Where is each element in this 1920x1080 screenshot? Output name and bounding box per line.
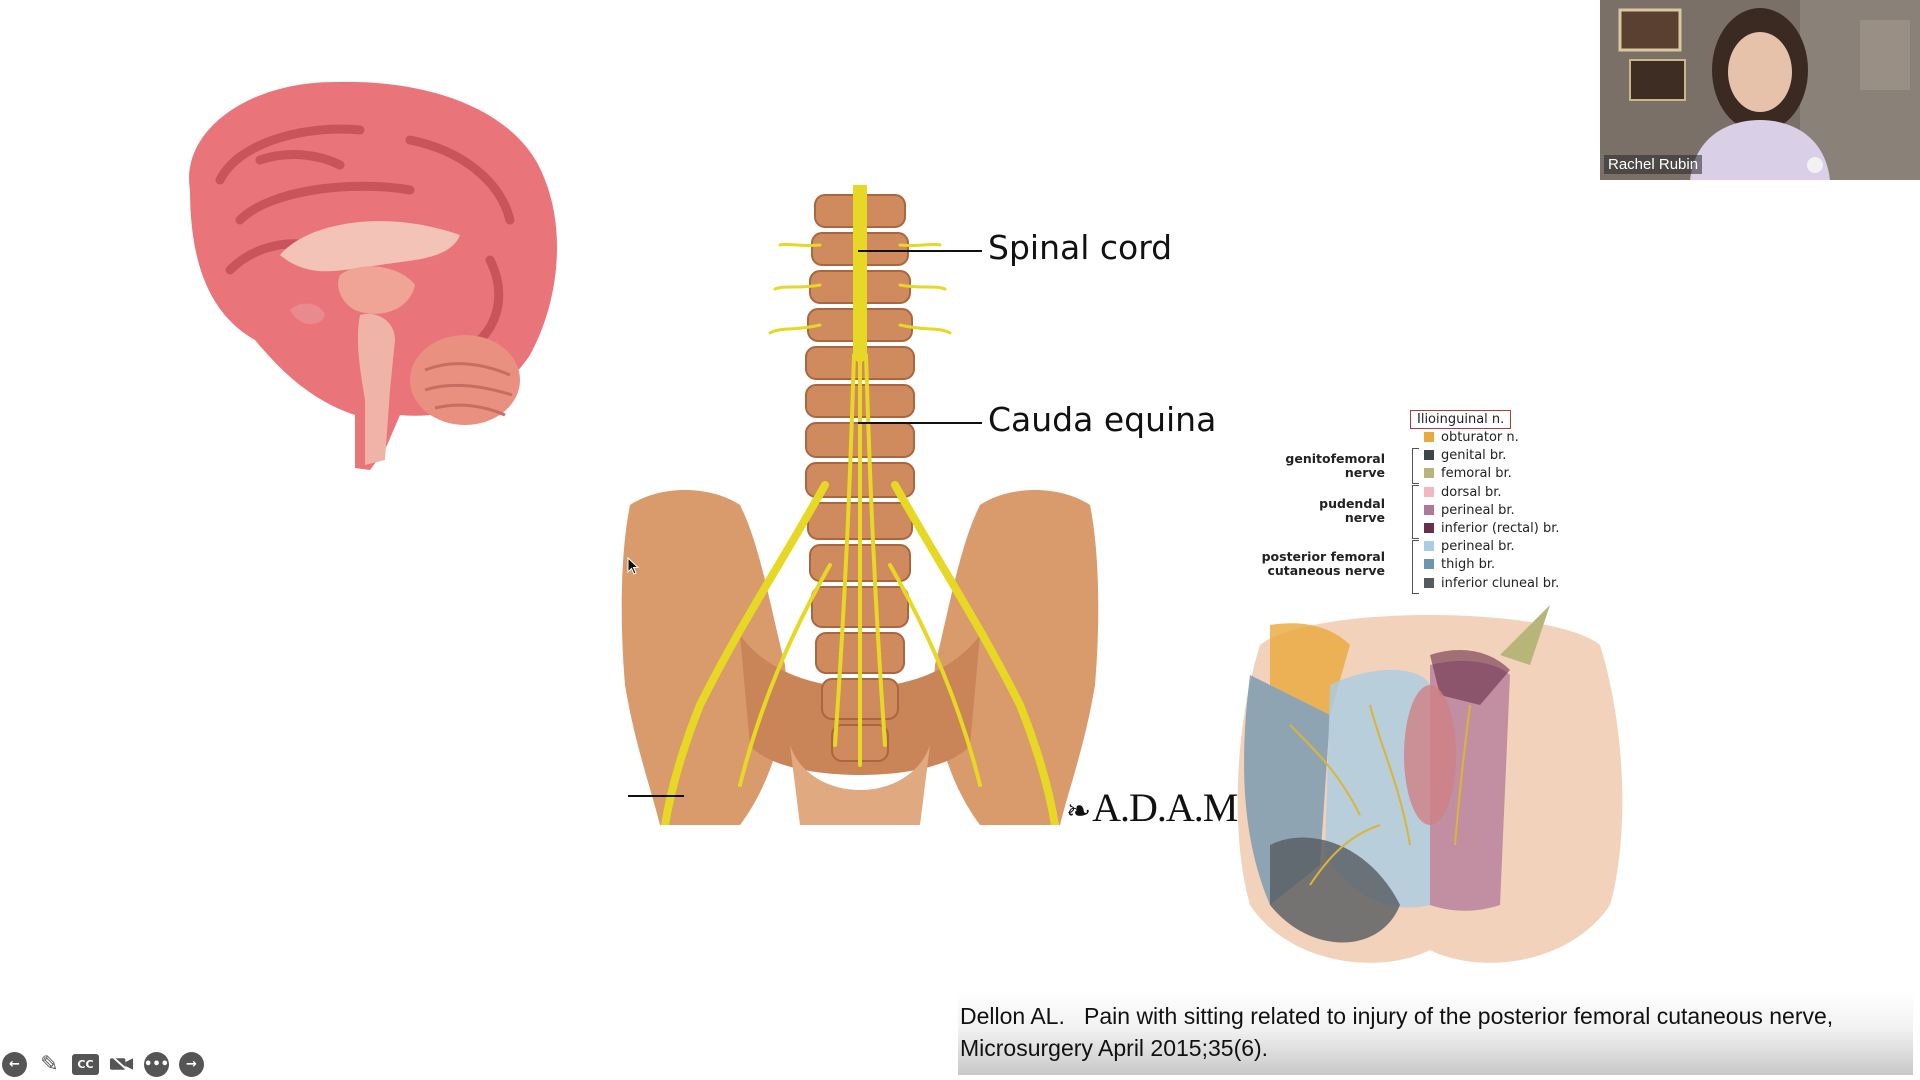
brain-illustration bbox=[189, 81, 558, 470]
legend-swatch bbox=[1424, 559, 1434, 570]
legend-swatch bbox=[1424, 577, 1434, 588]
legend-swatch bbox=[1424, 523, 1434, 533]
legend-item: inferior (rectal) br. bbox=[1424, 521, 1560, 537]
leaf-icon: ❧ bbox=[1066, 795, 1091, 828]
legend-item-label: perineal br. bbox=[1441, 502, 1515, 518]
legend-swatch bbox=[1424, 468, 1434, 479]
legend-group-genitofemoral: genitofemoral nerve bbox=[1285, 451, 1385, 480]
spinal-cord-label: Spinal cord bbox=[988, 228, 1173, 267]
legend-item: obturator n. bbox=[1424, 430, 1519, 446]
legend-item: femoral br. bbox=[1424, 466, 1512, 482]
legend-item-label: obturator n. bbox=[1441, 430, 1519, 445]
legend-item-label: inferior cluneal br. bbox=[1441, 575, 1560, 591]
pen-icon[interactable]: ✎ bbox=[40, 1051, 59, 1077]
spinal-cord-leader-line bbox=[858, 250, 982, 252]
slideshow-controls: ← ✎ CC ••• → bbox=[2, 1050, 204, 1078]
legend-swatch bbox=[1424, 432, 1434, 442]
cauda-equina-label: Cauda equina bbox=[988, 400, 1217, 439]
adam-logo: ❧A.D.A.M. bbox=[1066, 784, 1247, 831]
more-icon[interactable]: ••• bbox=[144, 1051, 169, 1077]
captions-icon[interactable]: CC bbox=[72, 1053, 99, 1075]
adam-logo-text: A.D.A.M. bbox=[1092, 785, 1247, 830]
presenter-name-label: Rachel Rubin bbox=[1604, 155, 1703, 174]
legend-item: inferior cluneal br. bbox=[1424, 576, 1559, 592]
legend-swatch bbox=[1424, 504, 1434, 515]
legend-bracket-genitofemoral bbox=[1412, 448, 1419, 484]
legend-group-posterior-femoral: posterior femoral cutaneous nerve bbox=[1261, 549, 1385, 578]
legend-swatch bbox=[1424, 450, 1434, 461]
citation-line-2: Microsurgery April 2015;35(6). bbox=[960, 1035, 1269, 1061]
cauda-equina-leader-line bbox=[858, 422, 982, 424]
legend-item: genital br. bbox=[1424, 448, 1506, 464]
legend-item-label: thigh br. bbox=[1441, 557, 1496, 573]
legend-item-label: perineal br. bbox=[1441, 539, 1515, 555]
legend-item: dorsal br. bbox=[1424, 485, 1502, 501]
legend-swatch bbox=[1424, 541, 1434, 552]
presenter-video-tile[interactable]: Rachel Rubin bbox=[1600, 0, 1920, 180]
legend-item: perineal br. bbox=[1424, 503, 1515, 519]
next-icon[interactable]: → bbox=[179, 1051, 204, 1077]
legend-item-label: genital br. bbox=[1441, 448, 1507, 464]
citation-caption: Dellon AL. Pain with sitting related to … bbox=[958, 990, 1913, 1075]
previous-icon[interactable]: ← bbox=[2, 1051, 27, 1077]
nerve-legend: Ilioinguinal n. obturator n. genital br. f… bbox=[1262, 408, 1570, 594]
spinal-cord-illustration bbox=[621, 185, 1099, 825]
legend-item: perineal br. bbox=[1424, 539, 1515, 555]
mouse-cursor-icon bbox=[627, 557, 639, 575]
legend-item-label: dorsal br. bbox=[1441, 484, 1502, 500]
perineum-nerve-map-illustration bbox=[1237, 605, 1623, 963]
legend-bracket-posterior-femoral bbox=[1412, 540, 1419, 594]
legend-bracket-pudendal bbox=[1412, 485, 1419, 539]
camera-off-icon[interactable] bbox=[109, 1052, 134, 1077]
legend-item: thigh br. bbox=[1424, 557, 1495, 573]
legend-group-pudendal: pudendal nerve bbox=[1319, 496, 1385, 525]
citation-line-1: Dellon AL. Pain with sitting related to … bbox=[960, 1003, 1834, 1029]
legend-highlight-item: Ilioinguinal n. bbox=[1410, 410, 1512, 429]
legend-item-label: inferior (rectal) br. bbox=[1441, 521, 1560, 536]
legend-swatch bbox=[1424, 486, 1434, 497]
lower-leader-line bbox=[628, 795, 684, 797]
legend-item-label: femoral br. bbox=[1441, 466, 1512, 482]
presenter-video-feed bbox=[1600, 0, 1920, 180]
